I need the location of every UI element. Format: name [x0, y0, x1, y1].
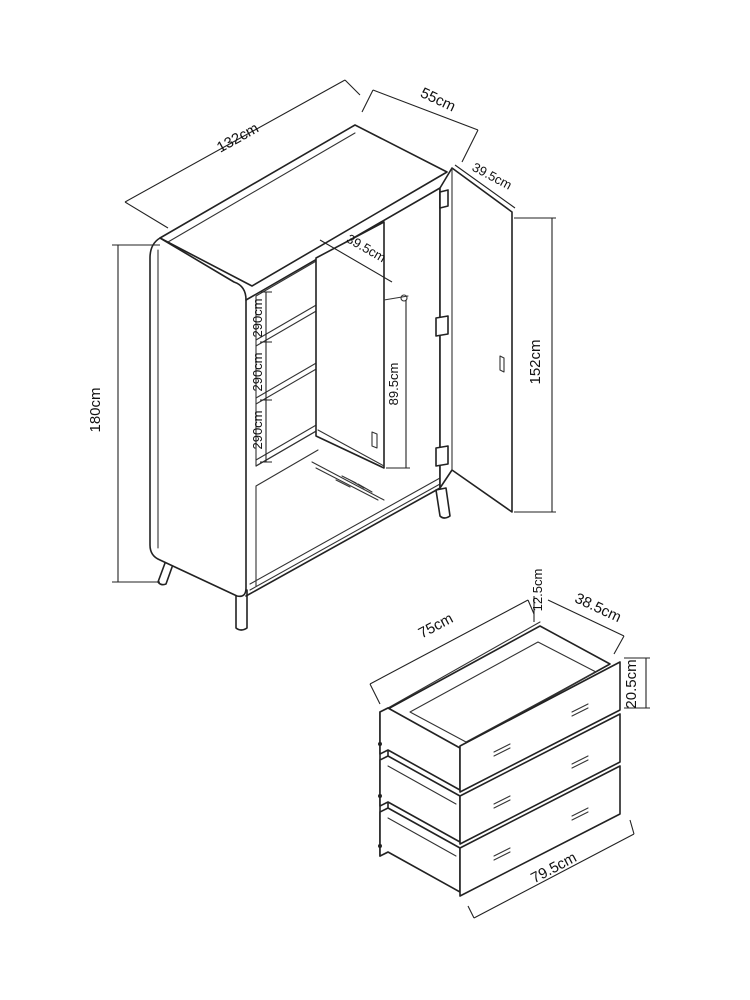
wardrobe-leg-front-right: [235, 589, 248, 631]
wardrobe-hinge-middle: [435, 315, 449, 337]
wardrobe-top-panel: [159, 124, 448, 287]
drawer-runner-dot-1: [378, 742, 382, 746]
drawer-runner-dot-2: [378, 794, 382, 798]
dim-line-chest-total-width: [467, 819, 635, 919]
wardrobe-inner-handle: [371, 431, 378, 449]
drawer-top-inner-floor: [409, 641, 597, 743]
wardrobe-hinge-top: [439, 189, 449, 209]
dim-line-chest-inner-width: [369, 599, 535, 705]
dim-line-depth: [361, 89, 479, 163]
drawer-middle-handle-1: [493, 795, 511, 809]
dim-label-shelf-gap-1: 290cm: [250, 298, 265, 337]
dim-label-width: 132cm: [214, 120, 262, 157]
dim-line-height: [112, 244, 160, 583]
wardrobe-left-side-panel: [149, 237, 247, 598]
drawer-middle-side: [387, 765, 457, 805]
dim-line-shelf-gaps: [260, 291, 272, 463]
dim-label-door-height: 152cm: [527, 339, 544, 384]
dim-label-height: 180cm: [87, 387, 104, 432]
drawer-top-handle-1: [493, 743, 511, 757]
dim-label-shelf-gap-3: 290cm: [250, 410, 265, 449]
dim-line-door-height: [514, 217, 556, 513]
drawer-middle-handle-2: [571, 755, 589, 769]
drawer-bottom-front: [459, 765, 621, 897]
drawer-bottom-handle-1: [493, 847, 511, 861]
wardrobe-leg-back-right: [435, 487, 451, 519]
drawer-top-front: [459, 661, 621, 793]
wardrobe-rail-bracket: [400, 294, 408, 302]
dim-line-chest-drawer-front-height: [624, 657, 650, 709]
dim-label-depth: 55cm: [418, 84, 458, 115]
wardrobe-bottom: [255, 449, 319, 587]
wardrobe-shelf-2: [255, 361, 319, 405]
wardrobe-right-door: [439, 167, 513, 513]
drawer-bottom-handle-2: [571, 807, 589, 821]
wardrobe-drawer-rail: [311, 429, 385, 501]
drawer-runner-dot-3: [378, 844, 382, 848]
wardrobe-middle-panel: [315, 221, 385, 469]
wardrobe-hanging-rail: [383, 295, 409, 301]
dim-line-width: [124, 79, 361, 229]
dim-line-chest-depth: [547, 599, 625, 655]
dim-label-shelf-gap-2: 290cm: [250, 352, 265, 391]
dim-line-door-width: [454, 164, 516, 209]
drawer-middle-front: [459, 713, 621, 845]
dim-label-chest-inner-width: 75cm: [416, 610, 456, 642]
dim-label-hanging-height: 89.5cm: [386, 363, 401, 406]
dim-label-chest-drawer-inner-height: 12.5cm: [530, 569, 545, 612]
dim-line-hanging-height: [386, 300, 410, 469]
wardrobe-shelf-3: [255, 423, 319, 467]
drawer-bottom-side: [387, 817, 457, 857]
wardrobe-shelf-1: [255, 303, 319, 347]
wardrobe-drawing: [149, 124, 513, 631]
wardrobe-plinth: [249, 477, 441, 591]
wardrobe-top-edge: [167, 132, 356, 243]
drawer-top-handle-2: [571, 703, 589, 717]
wardrobe-door-handle: [499, 355, 505, 373]
chest-drawing: [378, 621, 621, 897]
chest-frame-back: [387, 621, 541, 709]
dim-label-chest-depth: 38.5cm: [572, 590, 624, 626]
wardrobe-hinge-bottom: [435, 445, 449, 467]
dim-line-inner-depth: [319, 239, 393, 283]
dim-label-chest-drawer-front-height: 20.5cm: [623, 659, 640, 708]
wardrobe-drawer-rail-hatch: [335, 475, 373, 493]
